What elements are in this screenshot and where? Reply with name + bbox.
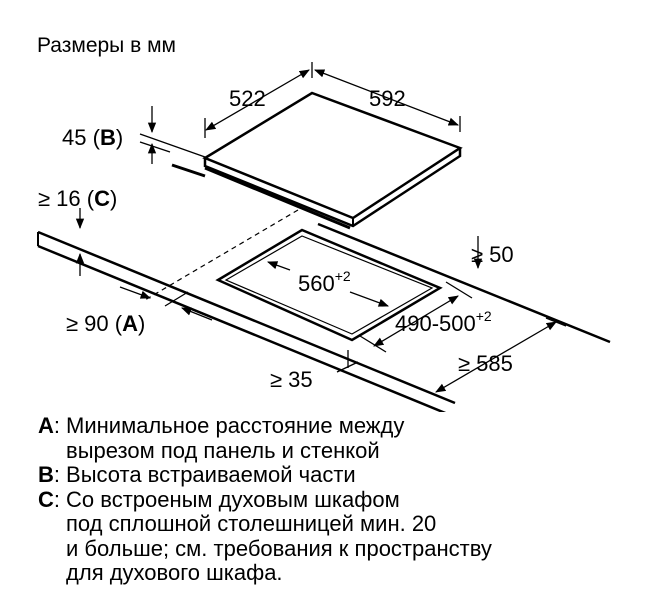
legend-item-c: C: Со встроеным духовым шкафом под сплош… (38, 486, 492, 585)
legend-text: Высота встраиваемой части (66, 462, 356, 487)
front-min-dimension (336, 350, 359, 373)
cutout-depth-label: 490-500+2 (395, 308, 492, 336)
installation-diagram: Размеры в мм 522 592 45 (B) (37, 34, 611, 412)
built-in-height-label: 45 (B) (62, 125, 123, 150)
built-in-height-dimension (139, 106, 206, 164)
worktop-min-dimension (435, 317, 567, 393)
cutout-depth-dimension (359, 281, 473, 353)
rear-min-label: ≥ 50 (471, 242, 514, 267)
wall-reference-line (144, 209, 299, 301)
legend-key: B (38, 462, 54, 487)
hob (171, 91, 463, 230)
hob-width-label: 592 (369, 86, 406, 111)
legend-key: C (38, 486, 54, 512)
legend-key: A (38, 413, 54, 438)
legend: A: Минимальное расстояние между вырезом … (38, 413, 492, 586)
hob-depth-label: 522 (229, 86, 266, 111)
legend-item-a: A: Минимальное расстояние между вырезом … (38, 413, 405, 463)
diagram-title: Размеры в мм (37, 34, 176, 57)
worktop (37, 222, 611, 412)
legend-text: Минимальное расстояние между вырезом под… (66, 413, 405, 463)
front-min-label: ≥ 35 (270, 367, 313, 392)
wall-distance-label: ≥ 90 (A) (66, 311, 145, 336)
worktop-min-label: ≥ 585 (458, 351, 513, 376)
legend-item-b: B: Высота встраиваемой части (38, 462, 356, 487)
hob-dimension-lines (204, 62, 461, 138)
oven-gap-label: ≥ 16 (C) (38, 186, 117, 211)
legend-text: Со встроеным духовым шкафом под сплошной… (66, 486, 492, 585)
wall-distance-dimension (119, 286, 213, 321)
cutout-width-label: 560+2 (298, 268, 351, 296)
